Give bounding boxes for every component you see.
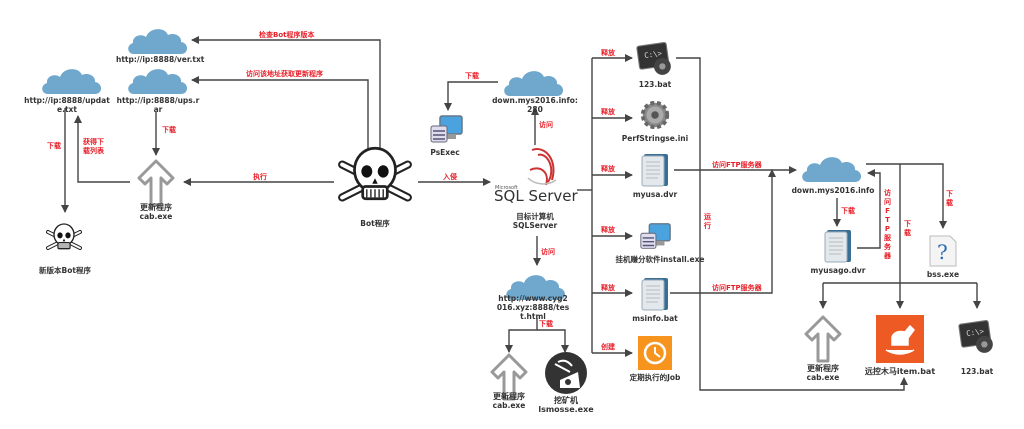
- node-label-cab-left-1: 更新程序: [140, 203, 172, 212]
- node-label-myusago: myusago.dvr: [810, 266, 866, 275]
- edge-label-release-2: 释放: [601, 108, 615, 116]
- trojan-horse-icon: [876, 315, 924, 363]
- node-label-miner-2: lsmosse.exe: [538, 405, 594, 414]
- psexec-icon: [430, 115, 463, 143]
- edge-label-download-mid: 下载: [904, 220, 911, 237]
- node-label-msinfo: msinfo.bat: [632, 314, 678, 323]
- computer-icon-install: [640, 223, 671, 250]
- node-label-bot: Bot程序: [360, 219, 390, 228]
- edge-download-psexec: [444, 81, 498, 111]
- clock-icon-job: [638, 336, 672, 370]
- edge-label-download-myusago: 下载: [841, 207, 855, 215]
- edge-label-ftp-1: 访问FTP服务器: [712, 161, 762, 169]
- edge-label-download-psexec: 下载: [465, 72, 479, 80]
- node-label-myusa: myusa.dvr: [632, 190, 678, 199]
- node-label-ver: http://ip:8888/ver.txt: [116, 55, 205, 64]
- edge-label-check-version: 检查Bot程序版本: [259, 31, 315, 39]
- node-label-down: down.mys2016.info: [791, 186, 875, 195]
- node-label-cab-mid-2: cab.exe: [492, 401, 526, 410]
- edge-label-visit-cyg: 访问: [541, 248, 555, 256]
- node-label-perfstrings: PerfStringse.ini: [621, 134, 689, 143]
- node-label-cab-mid-1: 更新程序: [493, 392, 525, 401]
- node-label-job: 定期执行的Job: [629, 373, 681, 382]
- edge-label-invade: 入侵: [443, 173, 457, 181]
- node-label-trojan: 远控木马item.bat: [864, 367, 936, 376]
- edge-label-download-newbot: 下载: [47, 142, 61, 150]
- edge-label-download-ups: 下载: [162, 126, 176, 134]
- cloud-icon-down280: [504, 71, 563, 96]
- miner-icon: [545, 352, 587, 394]
- update-arrow-icon-right: [804, 315, 842, 363]
- node-label-psexec: PsExec: [430, 148, 460, 157]
- edge-check-version: [191, 36, 381, 160]
- edge-label-download-bss: 下载: [946, 190, 953, 207]
- svg-text:?: ?: [937, 240, 948, 264]
- edge-download-miner: [537, 329, 569, 353]
- edge-run: [676, 57, 908, 391]
- edge-label-get-list: 获得下载列表: [83, 138, 104, 155]
- node-label-cab-right-2: cab.exe: [806, 373, 840, 382]
- edge-download-cab-mid: [505, 318, 538, 353]
- cloud-icon-update: [42, 69, 101, 94]
- document-icon-myusa: [641, 153, 669, 187]
- edge-label-ftp-2: 访问FTP服务器: [712, 284, 762, 292]
- edge-label-release-5: 释放: [601, 284, 615, 292]
- cmd-icon-123bat-right: [958, 319, 994, 354]
- update-arrow-icon-left: [137, 159, 175, 207]
- node-label-update: http://ip:8888/update.txt: [24, 96, 110, 114]
- edge-get-list: [74, 115, 130, 183]
- node-label-miner-1: 挖矿机: [554, 396, 578, 405]
- document-icon-myusago: [824, 229, 852, 263]
- edge-label-visit-down280: 访问: [539, 121, 553, 129]
- edge-ftp-2: [670, 169, 776, 294]
- edge-visit-get-update: [191, 76, 369, 160]
- edge-label-run: 运行: [704, 213, 711, 230]
- sql-brand: SQL Server: [494, 187, 578, 205]
- node-label-down280: down.mys2016.info:280: [492, 96, 578, 114]
- edge-label-release-4: 释放: [601, 226, 615, 234]
- node-label-cab-right-1: 更新程序: [807, 364, 839, 373]
- node-label-bss: bss.exe: [926, 270, 960, 279]
- node-label-install: 挂机赚分软件install.exe: [615, 255, 705, 264]
- unknown-file-icon-bss: ?: [929, 235, 957, 267]
- node-label-newbot: 新版本Bot程序: [39, 266, 91, 275]
- node-label-cyg: http://www.cyg2016.xyz:8888/test.html: [496, 294, 570, 321]
- edge-label-visit-get-update: 访问该地址获取更新程序: [246, 70, 323, 78]
- edge-label-download-cyg: 下载: [539, 320, 553, 328]
- gear-icon-perfstrings: [640, 100, 670, 130]
- node-label-sql-target-2: SQLServer: [512, 221, 558, 230]
- cloud-icon-ups: [128, 69, 187, 94]
- document-icon-msinfo: [641, 277, 669, 311]
- edge-label-ftp-3: 访问FTP服务器: [884, 189, 891, 260]
- node-label-123bat: 123.bat: [638, 80, 672, 89]
- edge-ftp-3: [857, 169, 881, 249]
- edge-label-release-1: 释放: [601, 49, 615, 57]
- edge-label-create-job: 创建: [601, 343, 615, 351]
- edge-download-bss: [866, 163, 947, 229]
- edge-label-release-3: 释放: [601, 165, 615, 173]
- cloud-icon-ver: [128, 29, 187, 54]
- cloud-icon-down: [802, 157, 861, 182]
- cmd-icon-123bat: [636, 41, 672, 76]
- sql-brand-small: Microsoft: [495, 185, 518, 191]
- skull-icon-bot: [342, 148, 408, 199]
- node-label-cab-left-2: cab.exe: [139, 212, 173, 221]
- node-label-ups: http://ip:8888/ups.rar: [116, 96, 200, 114]
- node-label-sql-target-1: 目标计算机: [516, 212, 554, 221]
- node-label-123bat-right: 123.bat: [960, 367, 994, 376]
- sql-server-logo-icon: [527, 148, 557, 186]
- edge-label-execute: 执行: [253, 173, 267, 181]
- skull-icon-newbot: [48, 224, 80, 249]
